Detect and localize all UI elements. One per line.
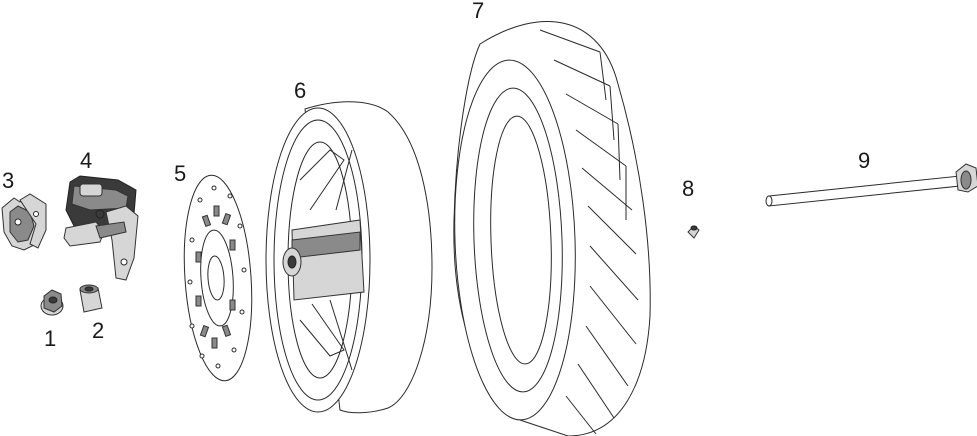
valve-icon <box>687 225 700 239</box>
part-label-7: 7 <box>472 0 485 23</box>
axle-bolt-icon <box>765 163 977 207</box>
brake-disc-icon <box>183 174 253 382</box>
brake-caliper-icon <box>63 175 139 281</box>
spacer-bushing-icon <box>79 284 103 313</box>
tire-icon <box>453 21 651 436</box>
part-label-5: 5 <box>174 161 187 186</box>
flange-nut-icon <box>40 289 64 316</box>
part-label-2: 2 <box>92 318 105 343</box>
hub-motor-wheel-icon <box>265 101 433 414</box>
part-label-3: 3 <box>2 168 15 193</box>
brake-pads-icon <box>1 193 47 251</box>
part-label-8: 8 <box>682 176 695 201</box>
part-label-4: 4 <box>80 148 93 173</box>
part-label-1: 1 <box>44 326 57 351</box>
part-label-9: 9 <box>858 148 871 173</box>
part-label-6: 6 <box>294 78 307 103</box>
